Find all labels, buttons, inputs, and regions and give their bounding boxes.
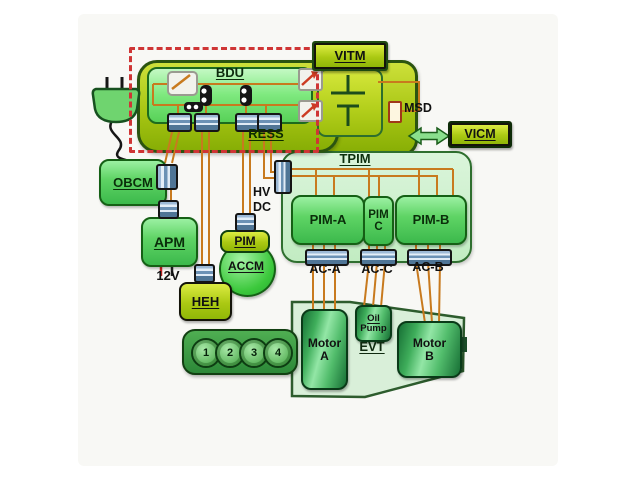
ac-c-label: AC-C bbox=[361, 262, 393, 276]
heh-label: HEH bbox=[191, 293, 220, 309]
bdu-highlight-rectangle bbox=[129, 47, 319, 153]
hvdc-label: HV DC bbox=[253, 185, 283, 215]
motor-a-label-bottom: A bbox=[320, 348, 329, 363]
ress-label: RESS bbox=[248, 126, 284, 141]
obcm-connector bbox=[156, 164, 178, 190]
fuse-box bbox=[167, 71, 198, 96]
pim-c-box: PIM C bbox=[363, 196, 394, 246]
ress-connector-4 bbox=[257, 113, 282, 132]
ress-connector-1 bbox=[167, 113, 192, 132]
ac-b-connector bbox=[407, 249, 452, 266]
vicm-frame: VICM bbox=[448, 121, 512, 148]
ac-c-connector bbox=[360, 249, 397, 266]
hv-text: HV bbox=[253, 185, 271, 199]
pim-a-label: PIM-A bbox=[309, 212, 347, 228]
accm-connector bbox=[235, 213, 256, 232]
capacitor-icon bbox=[331, 75, 365, 126]
obcm-box: OBCM bbox=[99, 159, 167, 206]
fuse-icon bbox=[171, 74, 191, 90]
oil-pump-box: Oil Pump bbox=[355, 305, 392, 342]
cylinder-4: 4 bbox=[263, 338, 293, 368]
motor-b-label-bottom: B bbox=[425, 348, 434, 363]
bdu-label: BDU bbox=[215, 65, 245, 80]
hvdc-connector bbox=[274, 160, 292, 194]
pim-a-box: PIM-A bbox=[291, 195, 365, 245]
apm-connector bbox=[158, 200, 179, 219]
heh-connector bbox=[194, 264, 215, 283]
oil-pump-label-bottom: Pump bbox=[360, 322, 387, 334]
accm-label: ACCM bbox=[228, 259, 264, 273]
motor-b-box: Motor B bbox=[397, 321, 462, 378]
contactor-icon bbox=[184, 85, 252, 112]
msd-device bbox=[388, 101, 402, 123]
double-arrow-icon bbox=[407, 126, 451, 146]
plug-icon bbox=[91, 87, 141, 124]
pim-c-label-bottom: C bbox=[374, 221, 383, 233]
evt-label: EVT bbox=[359, 339, 385, 354]
dc-text: DC bbox=[253, 200, 272, 214]
msd-label: MSD bbox=[404, 101, 432, 115]
pim-b-label: PIM-B bbox=[412, 212, 450, 228]
pim-c-label-top: PIM bbox=[368, 208, 389, 221]
ac-a-connector bbox=[305, 249, 349, 266]
output-shaft-tab bbox=[460, 337, 467, 352]
oil-pump-label-top: Oil bbox=[367, 312, 380, 324]
apm-box: APM bbox=[141, 217, 198, 267]
vitm-label: VITM bbox=[334, 48, 366, 64]
apm-label: APM bbox=[153, 233, 186, 250]
heh-box: HEH bbox=[179, 282, 232, 321]
motor-a-label-top: Motor bbox=[307, 335, 342, 350]
motor-a-box: Motor A bbox=[301, 309, 348, 390]
tpim-label: TPIM bbox=[339, 151, 371, 166]
interface-arrow-icons bbox=[301, 71, 318, 118]
obcm-label: OBCM bbox=[113, 174, 153, 190]
pim-small-label: PIM bbox=[234, 234, 256, 249]
ac-a-label: AC-A bbox=[309, 262, 341, 276]
vitm-frame: VITM bbox=[312, 41, 388, 71]
ac-b-label: AC-B bbox=[412, 260, 444, 274]
motor-b-label-top: Motor bbox=[412, 335, 447, 350]
12v-label: 12V bbox=[156, 268, 180, 283]
vicm-label: VICM bbox=[464, 126, 496, 141]
ress-connector-2 bbox=[194, 113, 220, 132]
pim-b-box: PIM-B bbox=[395, 195, 467, 245]
